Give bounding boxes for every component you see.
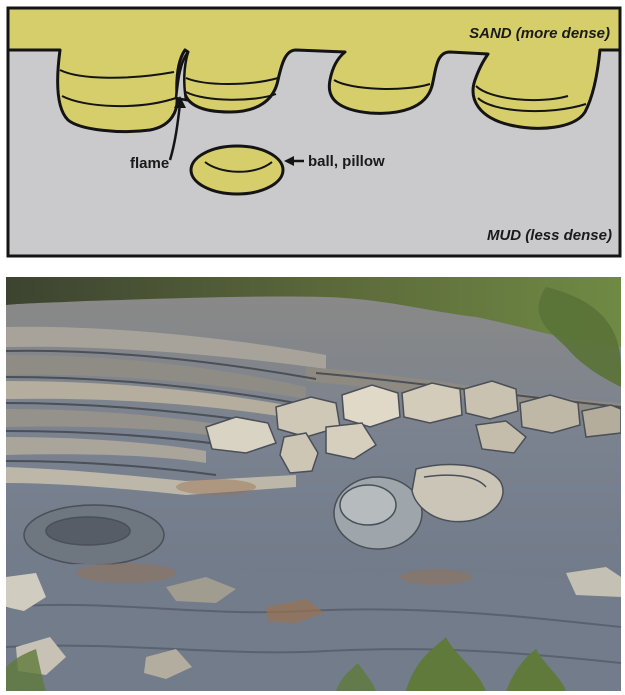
- mud-label: MUD (less dense): [487, 227, 612, 244]
- flame-label: flame: [130, 155, 169, 172]
- load-structure-diagram: SAND (more dense) MUD (less dense) flame…: [0, 0, 625, 262]
- ball-pillow: [191, 146, 283, 194]
- sand-label: SAND (more dense): [469, 25, 610, 42]
- ball-pillow-label: ball, pillow: [308, 153, 385, 170]
- outcrop-photo: [6, 277, 621, 691]
